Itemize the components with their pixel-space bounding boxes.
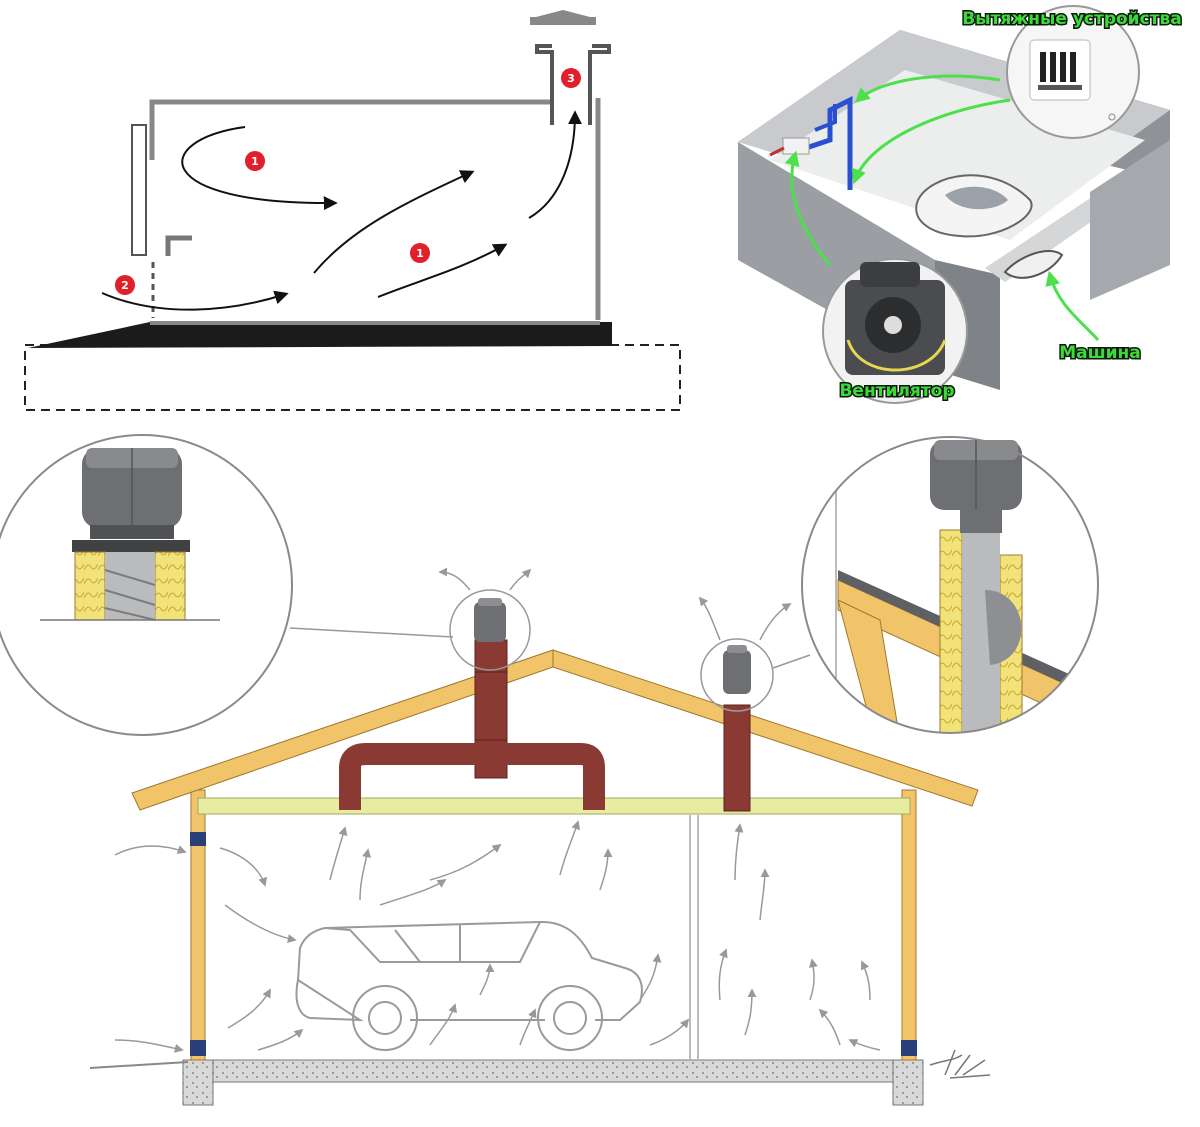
stack-right: [588, 46, 611, 125]
marker-3: 3: [561, 68, 581, 88]
airflow-arrows: [114, 567, 963, 1066]
air-arrow-exhaust: [528, 110, 582, 219]
marker-1-upper: 1: [245, 151, 265, 171]
foundation: [187, 1059, 919, 1083]
car-outline: [295, 920, 643, 1051]
green-arrow-1: [854, 74, 1001, 104]
section-scheme: 1 2 3 1: [24, 10, 681, 411]
red-pipe: [769, 146, 785, 157]
exhaust-duct-secondary: [723, 704, 751, 812]
right-wall-post: [901, 789, 917, 1061]
svg-text:2: 2: [121, 279, 129, 292]
ground-left: [89, 1061, 189, 1069]
roof-cap-top: [536, 10, 590, 17]
blue-exhaust-duct: [799, 95, 853, 190]
svg-text:1: 1: [416, 247, 424, 260]
label-exhaust-devices: Вытяжные устройства: [962, 9, 1182, 29]
garage-floor: [770, 70, 1145, 240]
left-wall-post: [190, 789, 206, 1061]
exhaust-device-zoom: [1006, 5, 1140, 139]
air-arrow-diagonal: [313, 170, 475, 274]
wall-fan-unit: [782, 137, 810, 155]
roof-deflector-secondary: [700, 638, 774, 712]
svg-text:3: 3: [567, 72, 575, 85]
roof-cap: [530, 17, 596, 25]
foundation-right-footing: [892, 1059, 924, 1106]
isometric-car: [915, 174, 1064, 279]
air-arrow-swirl: [181, 126, 338, 211]
room-outline: [149, 99, 552, 160]
green-arrow-2: [851, 98, 1011, 185]
roof-deflector-main: [449, 589, 531, 671]
foundation-dashed-outline: [24, 344, 681, 411]
garage-cross-section: [89, 567, 991, 1106]
gate-panel: [131, 124, 147, 256]
garage-right-wall: [1090, 140, 1170, 300]
exhaust-duct-main: [339, 639, 605, 810]
right-wall-vent-bottom: [901, 1040, 917, 1056]
blue-exhaust-duct-2: [814, 104, 837, 132]
left-wall-vent-bottom: [190, 1040, 206, 1056]
marker-1-lower: 1: [410, 243, 430, 263]
air-arrow-inlet: [101, 290, 289, 311]
air-arrow-lower: [377, 243, 508, 298]
inlet-baffle: [165, 235, 192, 256]
floor-slab: [28, 322, 612, 348]
isometric-garage: Вытяжные устройства Машина Вентилятор: [738, 5, 1183, 404]
ceiling-beam: [197, 797, 911, 815]
roof-right-rafter: [552, 649, 979, 807]
deflector-detail-right: [801, 436, 1099, 734]
marker-2: 2: [115, 275, 135, 295]
grass-tuft: [944, 1049, 991, 1079]
green-arrow-car: [1045, 270, 1100, 342]
foundation-left-footing: [182, 1059, 214, 1106]
deflector-detail-left: [0, 434, 293, 736]
label-car: Машина: [1059, 343, 1141, 363]
left-wall-vent-top: [190, 832, 206, 846]
svg-text:1: 1: [251, 155, 259, 168]
callout-line-right: [772, 654, 811, 669]
label-fan: Вентилятор: [839, 381, 954, 401]
callout-line-left: [289, 627, 454, 638]
stack-left: [535, 46, 554, 125]
green-arrow-3: [784, 150, 832, 266]
fan-zoom: [822, 258, 968, 404]
